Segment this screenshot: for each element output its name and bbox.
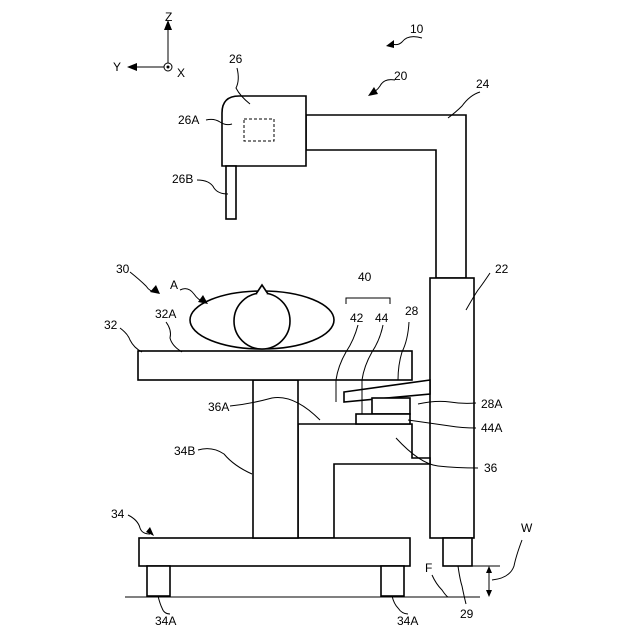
label-42: 42 — [350, 311, 364, 325]
label-32: 32 — [104, 318, 118, 332]
label-28A: 28A — [481, 397, 502, 411]
y-arrow-icon — [127, 63, 137, 71]
label-34B: 34B — [174, 444, 195, 458]
label-22: 22 — [495, 262, 509, 276]
table-top-32 — [138, 351, 412, 380]
arrow-20-icon — [368, 87, 378, 96]
leader-24 — [448, 92, 480, 118]
leader-26B — [197, 180, 228, 194]
column-22 — [430, 278, 474, 538]
height-W-arrow-bottom-icon — [486, 590, 492, 597]
leader-W — [492, 540, 522, 580]
leader-F — [432, 575, 448, 597]
base-plate-34 — [139, 538, 410, 566]
arrow-30-icon — [150, 285, 160, 294]
x-axis-dot-icon — [167, 66, 170, 69]
label-34: 34 — [111, 507, 125, 521]
label-A: A — [170, 278, 178, 292]
leader-34A-left — [158, 596, 170, 614]
plate-44A — [372, 398, 410, 414]
sensor-26B — [226, 166, 236, 219]
label-40: 40 — [358, 270, 372, 284]
label-32A: 32A — [155, 307, 176, 321]
leg-34A-left — [147, 566, 170, 596]
label-28: 28 — [405, 304, 419, 318]
arrow-34-icon — [146, 527, 154, 536]
axis-symbol: Z Y X — [113, 10, 185, 80]
y-label: Y — [113, 60, 121, 74]
label-10: 10 — [410, 22, 424, 36]
leader-34A-right — [392, 596, 408, 614]
label-36: 36 — [484, 461, 498, 475]
leader-30 — [130, 272, 156, 292]
label-29: 29 — [460, 607, 474, 621]
pillar-34B — [253, 380, 298, 538]
label-30: 30 — [116, 262, 130, 276]
specimen-A-inner — [234, 293, 290, 349]
label-24: 24 — [476, 77, 490, 91]
label-26: 26 — [229, 52, 243, 66]
bracket-36 — [298, 424, 430, 538]
label-36A: 36A — [208, 400, 229, 414]
label-W: W — [521, 521, 533, 535]
height-W-arrow-top-icon — [486, 566, 492, 573]
specimen-A-tip — [256, 285, 268, 294]
label-34A-left: 34A — [155, 614, 176, 628]
leader-34B — [198, 449, 252, 474]
foot-29 — [443, 538, 472, 566]
block-42 — [356, 414, 410, 424]
label-44: 44 — [375, 311, 389, 325]
brace-40 — [346, 298, 390, 304]
leg-34A-right — [381, 566, 404, 596]
label-F: F — [425, 561, 432, 575]
leader-29 — [458, 566, 466, 604]
arm-24 — [306, 115, 466, 278]
label-44A: 44A — [481, 421, 502, 435]
leader-32A — [166, 322, 182, 352]
arrow-10-icon — [386, 40, 394, 48]
x-label: X — [177, 66, 185, 80]
imaging-unit-26 — [222, 96, 306, 166]
label-20: 20 — [394, 69, 408, 83]
leader-32 — [120, 328, 142, 352]
leader-10 — [392, 37, 422, 45]
z-label: Z — [165, 10, 172, 24]
label-26B: 26B — [172, 172, 193, 186]
label-26A: 26A — [178, 113, 199, 127]
label-34A-right: 34A — [397, 614, 418, 628]
